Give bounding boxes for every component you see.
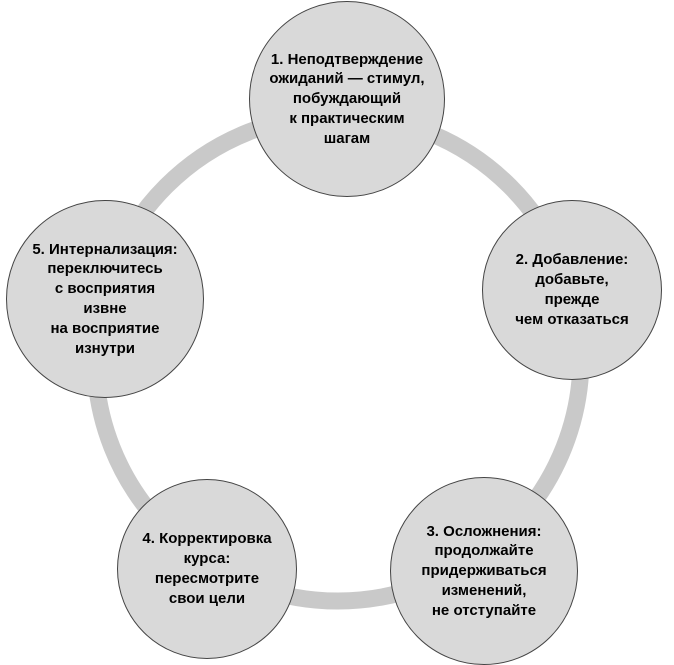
cycle-node-2: 2. Добавление: добавьте, прежде чем отка… [482, 200, 662, 380]
cycle-node-5-label: 5. Интернализация: переключитесь с воспр… [32, 240, 178, 357]
cycle-node-3-label: 3. Осложнения: продолжайте придерживатьс… [421, 522, 547, 619]
cycle-node-1-label: 1. Неподтверждение ожиданий — стимул, по… [269, 50, 425, 147]
cycle-node-1: 1. Неподтверждение ожиданий — стимул, по… [249, 1, 445, 197]
cycle-node-4: 4. Корректировка курса: пересмотрите сво… [117, 479, 297, 659]
cycle-node-2-label: 2. Добавление: добавьте, прежде чем отка… [515, 251, 629, 328]
cycle-node-4-label: 4. Корректировка курса: пересмотрите сво… [142, 530, 272, 607]
cycle-node-3: 3. Осложнения: продолжайте придерживатьс… [390, 477, 578, 665]
cycle-node-5: 5. Интернализация: переключитесь с воспр… [6, 200, 204, 398]
